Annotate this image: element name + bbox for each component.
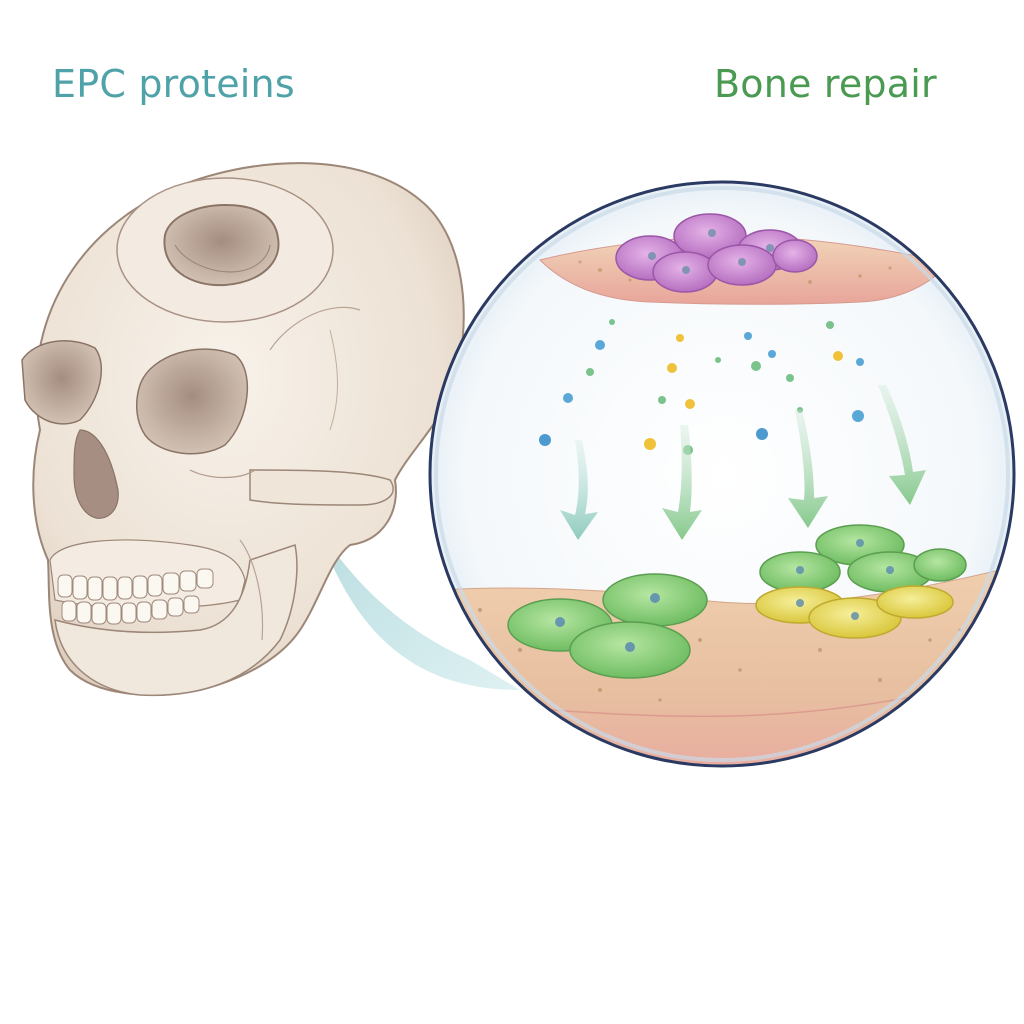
magnification-beam <box>312 520 520 690</box>
skull-illustration <box>21 162 465 697</box>
signal-arrows <box>560 385 926 540</box>
protein-signal-dots <box>539 319 864 455</box>
magnifier-lens <box>428 180 1016 768</box>
epc-proteins-label: EPC proteins <box>52 62 295 106</box>
bone-repair-label: Bone repair <box>714 62 937 106</box>
